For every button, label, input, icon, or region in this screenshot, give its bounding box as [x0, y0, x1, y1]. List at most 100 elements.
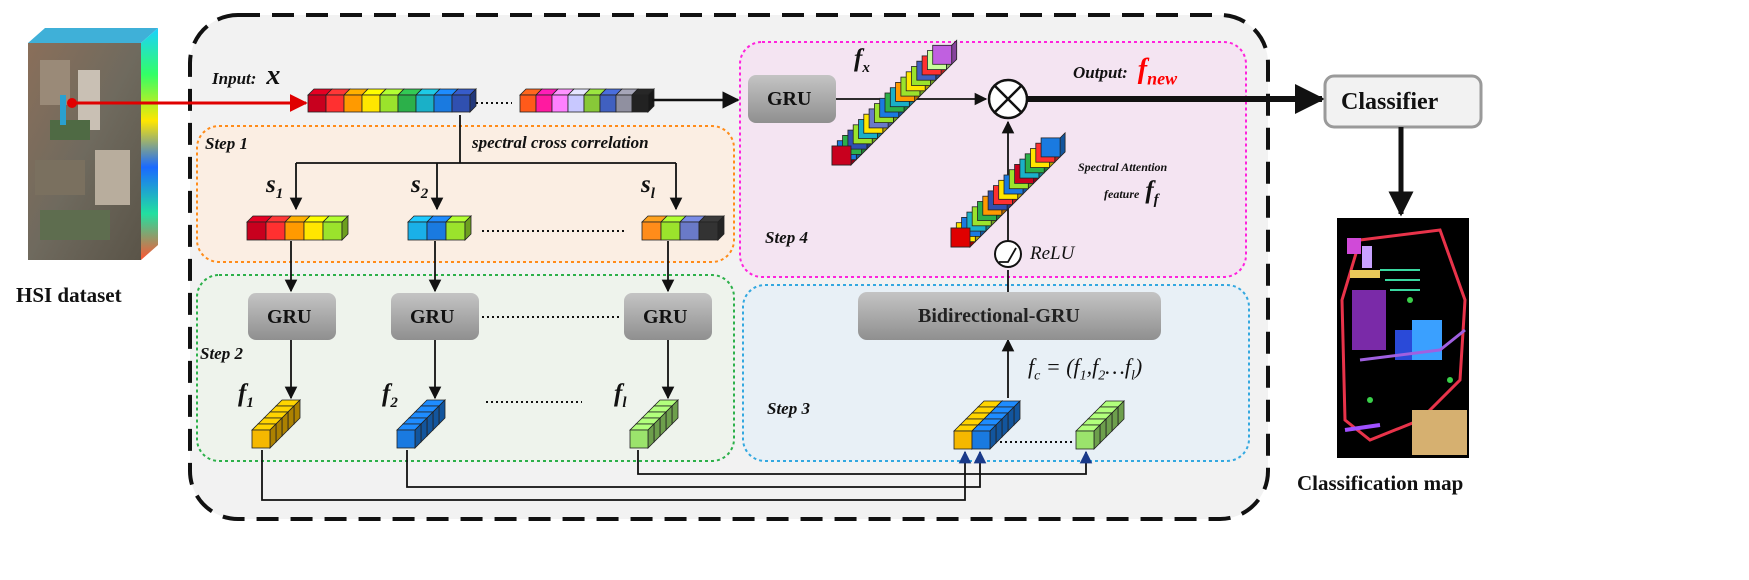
gru-label-1: GRU [267, 306, 312, 328]
segments-group [246, 215, 725, 241]
output-symbol: fnew [1138, 54, 1177, 88]
attention-symbol-main: f [1145, 177, 1154, 204]
feature-symbol-1-sub: 1 [246, 395, 254, 411]
input-vector-cell [451, 88, 477, 113]
segment-symbol-2-sub: 2 [420, 186, 429, 202]
step4-label: Step 4 [765, 228, 808, 247]
input-label: Input: x [212, 62, 280, 90]
input-vector-tail-cell [551, 88, 575, 113]
feature-2-cell [396, 423, 422, 449]
fx-vector-front-cell [831, 145, 852, 166]
input-vector [307, 88, 655, 113]
fx-feature-vector [831, 39, 958, 166]
attention-line2: feature ff [1104, 178, 1159, 208]
segment-symbol-1-sub: 1 [275, 186, 284, 202]
segment-2-cell [407, 215, 434, 241]
segment-symbol-1-main: s [266, 171, 276, 198]
step1-label: Step 1 [205, 134, 248, 153]
concat-c-cell [1075, 424, 1101, 450]
fc-lhs: f [1028, 354, 1035, 379]
gru-output-arrows [284, 340, 675, 400]
attention-symbol-sub: f [1153, 192, 1159, 208]
concat-b-cell [971, 424, 997, 450]
segment-1-cell [284, 215, 311, 241]
fc-end: ) [1134, 354, 1143, 379]
attention-vector-cell [1040, 131, 1066, 158]
input-vector-cell [361, 88, 387, 113]
feature-symbol-2-main: f [382, 380, 391, 407]
gru-label-l: GRU [643, 306, 688, 328]
feature-symbol-1-main: f [238, 380, 247, 407]
input-label-text: Input: [212, 69, 257, 88]
fc-sub-1: 1 [1079, 368, 1087, 384]
fc-lhs-sub: c [1034, 368, 1041, 384]
segment-2-cell [445, 215, 472, 241]
segment-l-cell [660, 215, 687, 241]
input-vector-cell [415, 88, 441, 113]
classification-map-image [1337, 218, 1469, 458]
feature-symbol-l-main: f [614, 380, 623, 407]
input-vector-cell [343, 88, 369, 113]
feature-symbol-2: f2 [382, 381, 398, 411]
segment-l-cell [679, 215, 706, 241]
bigru-box [858, 292, 1161, 340]
input-vector-cell [433, 88, 459, 113]
segment-symbol-1: s1 [266, 172, 283, 202]
feature-1-cell [251, 423, 277, 449]
segment-1-cell [322, 215, 349, 241]
concat-features-group [953, 400, 1125, 450]
input-vector-tail-cell [519, 88, 543, 113]
gru-label-2: GRU [410, 306, 455, 328]
gru-box-step4 [748, 75, 836, 123]
output-label: Output: fnew [1073, 56, 1177, 88]
fc-mid: ,f [1086, 354, 1099, 379]
segment-symbol-l-sub: l [650, 186, 655, 202]
input-vector-tail-cell [631, 88, 655, 113]
feature-symbol-1: f1 [238, 381, 254, 411]
input-symbol: x [266, 60, 281, 91]
fx-symbol-main: f [854, 45, 863, 72]
attention-line1: Spectral Attention [1078, 160, 1168, 174]
segment-1-cell [265, 215, 292, 241]
feature-l-cell [629, 423, 655, 449]
relu-icon [994, 240, 1022, 268]
fx-symbol-sub: x [862, 60, 870, 76]
hsi-dataset-label: HSI dataset [16, 283, 122, 307]
segment-symbol-2: s2 [411, 172, 428, 202]
attention-symbol: ff [1145, 177, 1158, 208]
segment-l-cell [641, 215, 668, 241]
segment-l-cell [698, 215, 725, 241]
relu-curve-icon [999, 247, 1017, 263]
gru-box-1 [248, 293, 336, 340]
feature-symbol-l-sub: l [622, 395, 627, 411]
fc-sub-2: 2 [1098, 368, 1106, 384]
gru-label-step4: GRU [767, 88, 812, 110]
gru-box-l [624, 293, 712, 340]
split-connectors [289, 115, 683, 211]
step2-features-group [251, 399, 679, 449]
step2-label: Step 2 [200, 344, 243, 363]
feature-routing [261, 450, 1093, 501]
segment-symbol-2-main: s [411, 171, 421, 198]
fc-dots: …f [1105, 354, 1131, 379]
fc-sub-l: l [1130, 368, 1135, 384]
step3-label: Step 3 [767, 399, 810, 418]
segment-1-cell [303, 215, 330, 241]
classifier-label: Classifier [1341, 89, 1439, 115]
attention-feature-text: feature [1104, 187, 1140, 201]
input-vector-cell [397, 88, 423, 113]
fc-formula: fc = (f1,f2…fl) [1028, 356, 1142, 383]
fc-rhs: = (f [1040, 354, 1080, 379]
attention-vector-front-cell [950, 227, 971, 248]
classification-map-label: Classification map [1297, 471, 1464, 495]
fx-vector-cell [932, 39, 958, 66]
output-label-text: Output: [1073, 63, 1128, 82]
segment-gru-arrows [284, 241, 675, 293]
cross-correlation-label: spectral cross correlation [472, 133, 649, 152]
segment-symbol-l: sl [641, 172, 655, 202]
input-vector-cell [325, 88, 351, 113]
feature-symbol-2-sub: 2 [390, 395, 398, 411]
multiply-cross [994, 85, 1022, 113]
feature-symbol-l: fl [614, 381, 627, 411]
